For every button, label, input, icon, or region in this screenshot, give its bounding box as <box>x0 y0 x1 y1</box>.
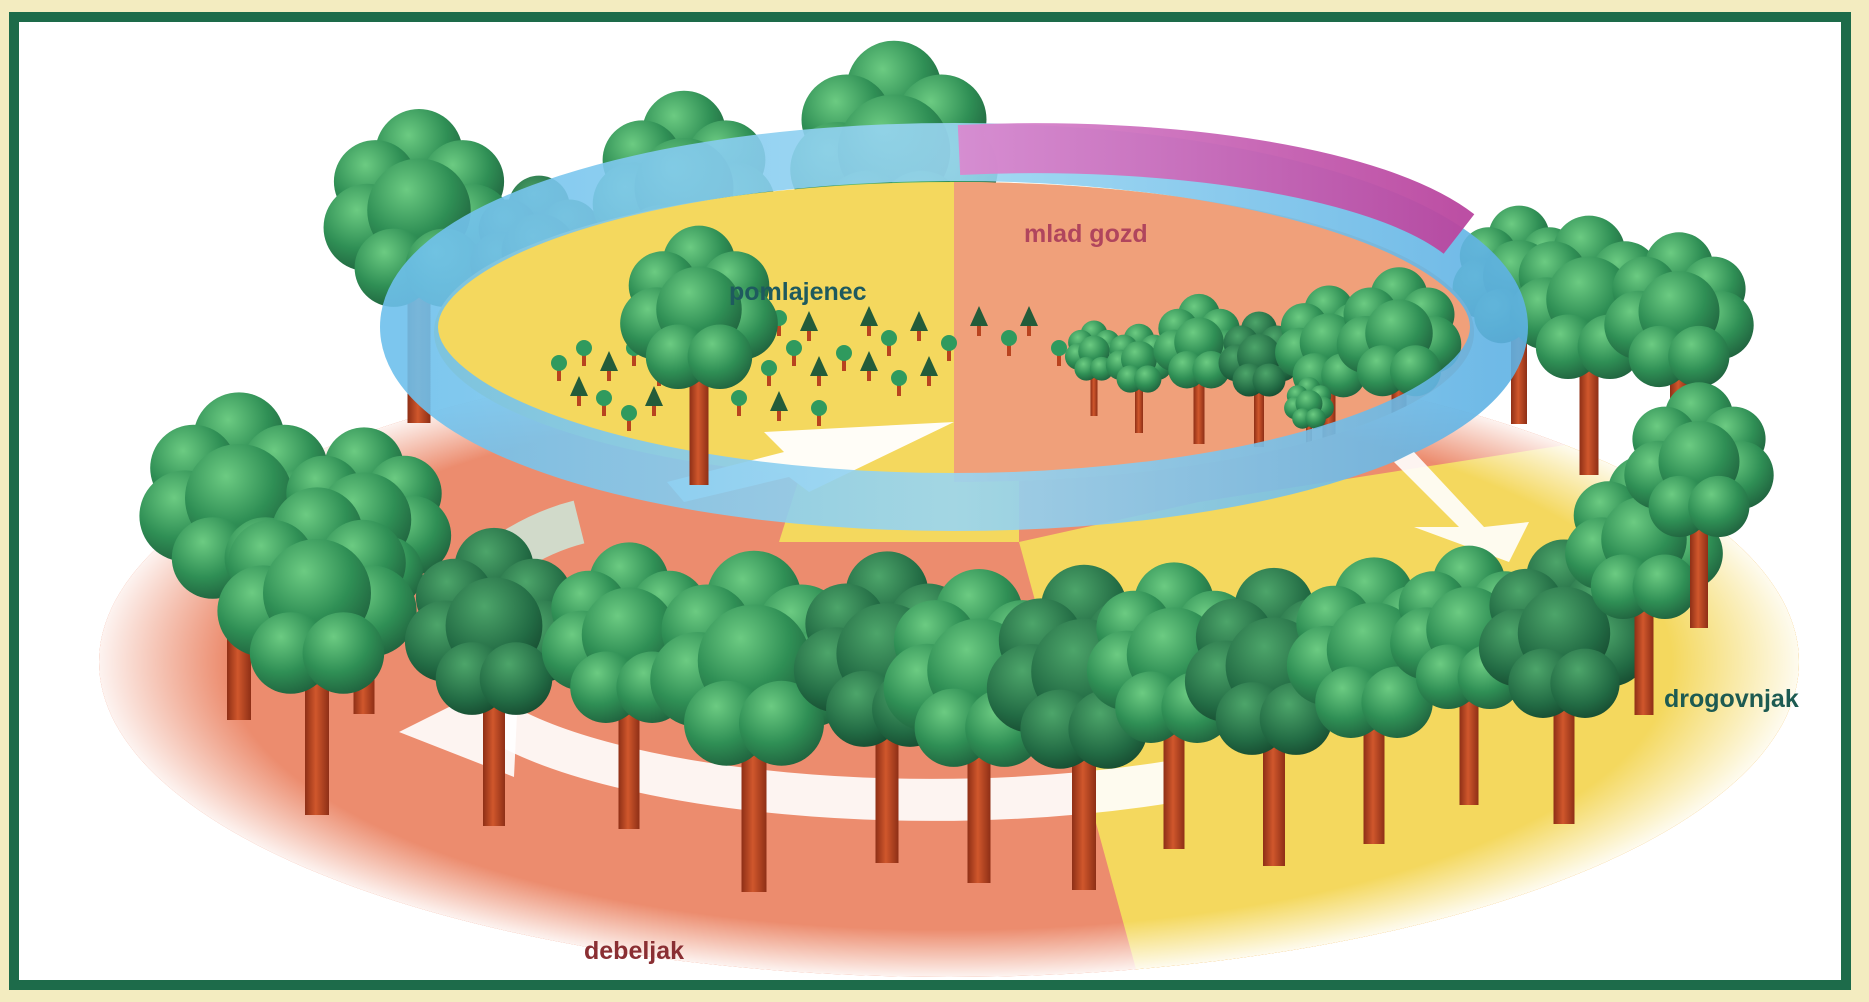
label-debeljak: debeljak <box>584 937 684 965</box>
label-pomlajenec: pomlajenec <box>729 278 867 306</box>
diagram-frame: pomlajenec mlad gozd drogovnjak debeljak <box>9 12 1851 990</box>
label-drogovnjak: drogovnjak <box>1664 685 1799 713</box>
label-mlad-gozd: mlad gozd <box>1024 220 1148 248</box>
forest-cycle-diagram: pomlajenec mlad gozd drogovnjak debeljak <box>19 22 1841 980</box>
